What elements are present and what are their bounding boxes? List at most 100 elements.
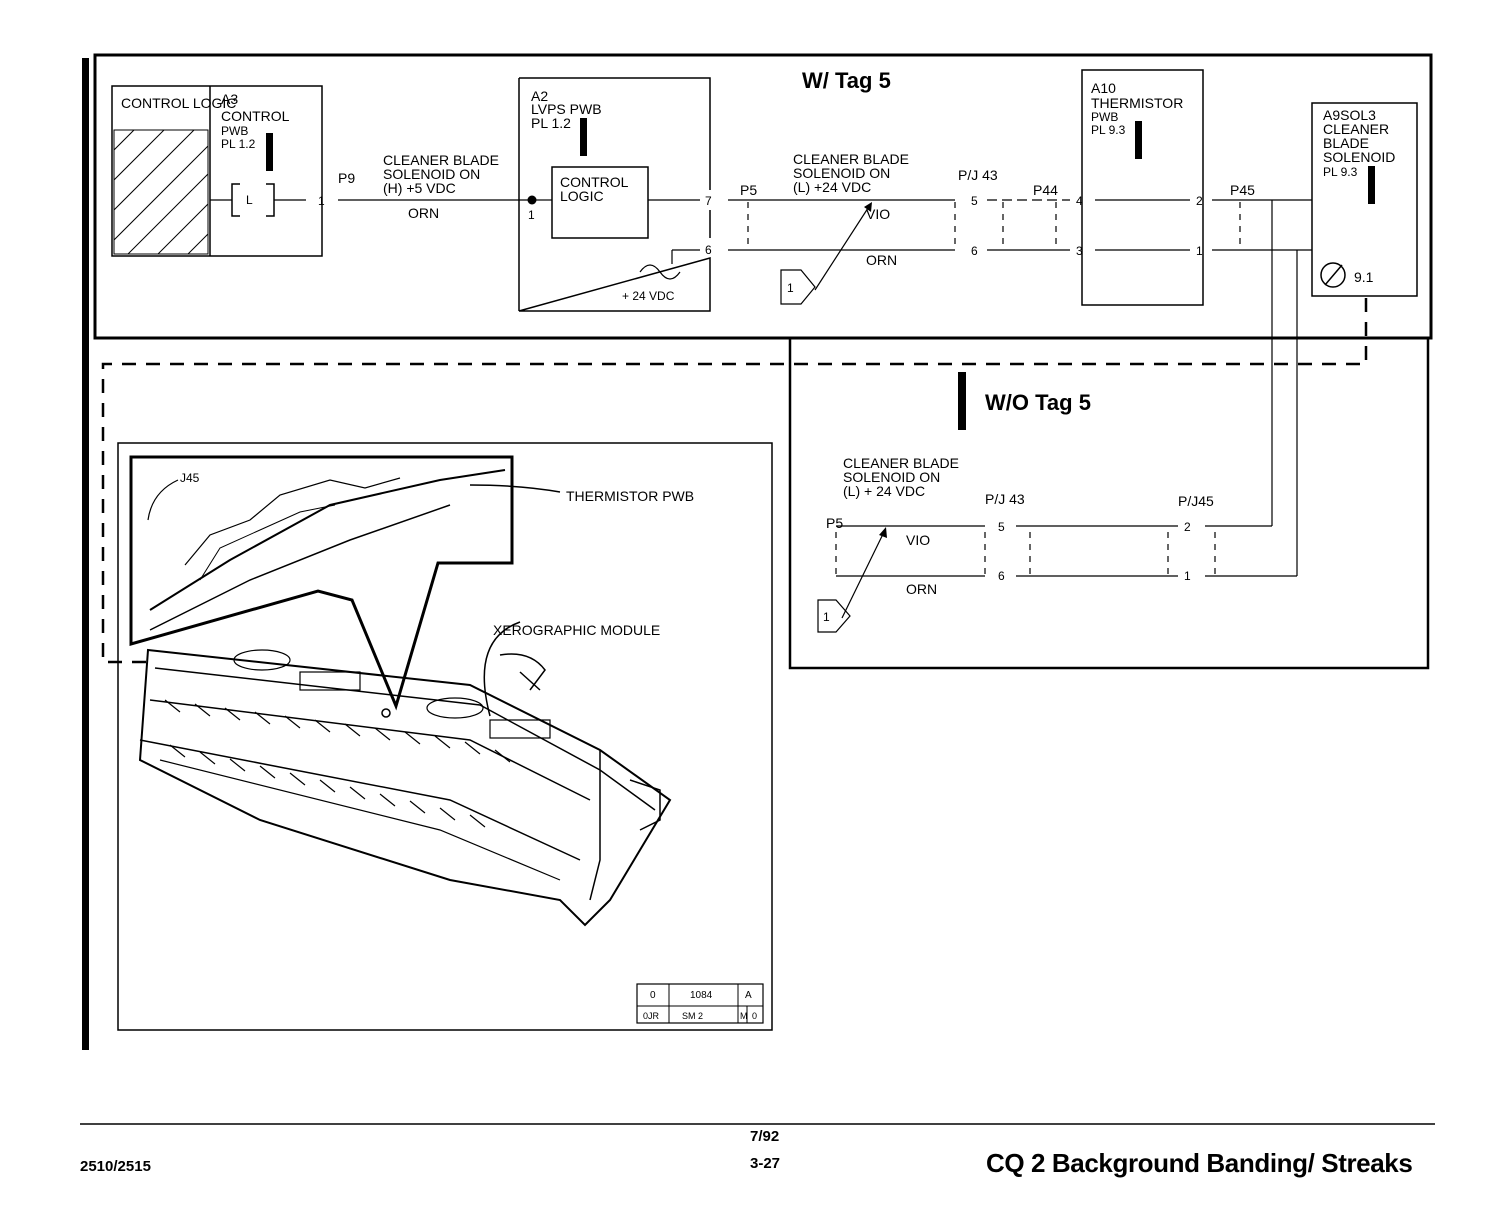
bottom-vio: VIO [906,532,930,548]
dashed-boundary [101,298,1368,664]
id-r1c2: 1084 [690,990,713,1001]
id-r2c3: M [740,1011,748,1021]
bottom-flag-1-text: 1 [823,610,830,624]
id-r1c3: A [745,990,752,1001]
a3-marker [266,133,273,171]
id-r2c2: SM 2 [682,1011,703,1021]
pj43-label: P/J 43 [958,167,998,183]
p45-label: P45 [1230,182,1255,198]
a2-supply: + 24 VDC [622,289,675,303]
id-r2c1: 0JR [643,1011,660,1021]
signal2-line2: SOLENOID ON [793,165,890,181]
a9-pl: PL 9.3 [1323,165,1358,179]
footer-model: 2510/2515 [80,1158,151,1175]
bottom-signal-line2: SOLENOID ON [843,469,940,485]
signal1-line1: CLEANER BLADE [383,152,499,168]
a3-sub: PWB [221,124,248,138]
a9-name2: BLADE [1323,135,1369,151]
a2-supply-wave [639,264,681,280]
a9-ref91: 9.1 [1354,269,1374,285]
change-bar [82,58,89,1050]
bottom-signal-line1: CLEANER BLADE [843,455,959,471]
a10-name: THERMISTOR [1091,95,1183,111]
detail-inset: J45 [129,455,561,711]
a3-ref: A3 [221,91,238,107]
top-flag-1 [780,269,816,305]
xerographic-module-drawing [138,648,672,927]
a3-control-pwb: CONTROL LOGIC A3 CONTROL PWB PL 1.2 L 1 [111,85,325,257]
tag5-frame [93,53,1433,340]
a9-ground-icon [1320,262,1346,288]
a10-ref: A10 [1091,80,1116,96]
signal1-line3: (H) +5 VDC [383,180,456,196]
p44-label: P44 [1033,182,1058,198]
a10-pin2: 2 [1196,194,1203,208]
a10-pl: PL 9.3 [1091,123,1126,137]
footer-page: 3-27 [750,1155,781,1172]
a9-name3: SOLENOID [1323,149,1395,165]
signal1-line2: SOLENOID ON [383,166,480,182]
a10-sub: PWB [1091,110,1118,124]
signal2-vio: VIO [866,206,890,222]
bottom-flag-pointer [841,531,885,619]
bottom-pin5: 5 [998,520,1005,534]
a9-ref: A9SOL3 [1323,107,1376,123]
footer-title: CQ 2 Background Banding/ Streaks [986,1148,1413,1178]
id-r1c1: 0 [650,990,656,1001]
signal1-wire: ORN [408,205,439,221]
a2-name: LVPS PWB [531,101,602,117]
no-tag5-title: W/O Tag 5 [985,390,1091,415]
callout-j45: J45 [180,471,200,485]
callout-xerographic-module: XEROGRAPHIC MODULE [493,622,660,638]
bottom-pin1: 1 [1184,569,1191,583]
bottom-flag-1 [817,599,851,633]
signal2-line3: (L) +24 VDC [793,179,871,195]
bottom-pin6: 6 [998,569,1005,583]
control-logic-hatch [113,129,209,255]
footer-date: 7/92 [750,1128,780,1145]
no-tag5-marker [958,372,966,430]
illustration-frame [117,442,773,1031]
callout-thermistor-pwb: THERMISTOR PWB [566,488,694,504]
a2-pl: PL 1.2 [531,115,571,131]
a3-symbol: L [246,193,253,207]
bottom-pin2: 2 [1184,520,1191,534]
a10-pin4: 4 [1076,194,1083,208]
id-r2c4: 0 [752,1011,757,1021]
pj43-pin5: 5 [971,194,978,208]
tag5-title: W/ Tag 5 [802,68,891,93]
p9-label: P9 [338,170,355,186]
signal2-orn: ORN [866,252,897,268]
top-p5-label: P5 [740,182,757,198]
a3-pin1: 1 [318,194,325,208]
top-flag-pointer [814,204,871,291]
a2-control-logic-box [551,166,649,239]
bottom-signal-line3: (L) + 24 VDC [843,483,925,499]
a10-marker [1135,121,1142,159]
a3-name: CONTROL [221,108,290,124]
bottom-pj43: P/J 43 [985,491,1025,507]
a3-pl: PL 1.2 [221,137,256,151]
control-logic-label: CONTROL LOGIC [121,95,236,111]
a10-pin3: 3 [1076,244,1083,258]
id-table: 0 1084 A 0JR SM 2 M 0 [636,983,764,1024]
signal2-line1: CLEANER BLADE [793,151,909,167]
a10-pin1: 1 [1196,244,1203,258]
a9-cleaner-blade-solenoid: A9SOL3 CLEANER BLADE SOLENOID PL 9.3 9.1 [1311,102,1418,297]
bottom-p5: P5 [826,515,843,531]
a2-inner-line1: CONTROL [560,174,629,190]
bottom-pj45: P/J45 [1178,493,1214,509]
a2-marker [580,118,587,156]
a2-pin6: 6 [705,243,712,257]
a9-name: CLEANER [1323,121,1389,137]
a2-ref: A2 [531,88,548,104]
a2-inner-line2: LOGIC [560,188,604,204]
pj43-pin6: 6 [971,244,978,258]
a2-input-node [527,195,537,205]
a10-thermistor-pwb: A10 THERMISTOR PWB PL 9.3 4 3 2 1 [1076,69,1204,306]
a2-pin-in: 1 [528,208,535,222]
no-tag5-frame [788,336,1430,670]
a9-marker [1368,166,1375,204]
top-flag-1-text: 1 [787,281,794,295]
